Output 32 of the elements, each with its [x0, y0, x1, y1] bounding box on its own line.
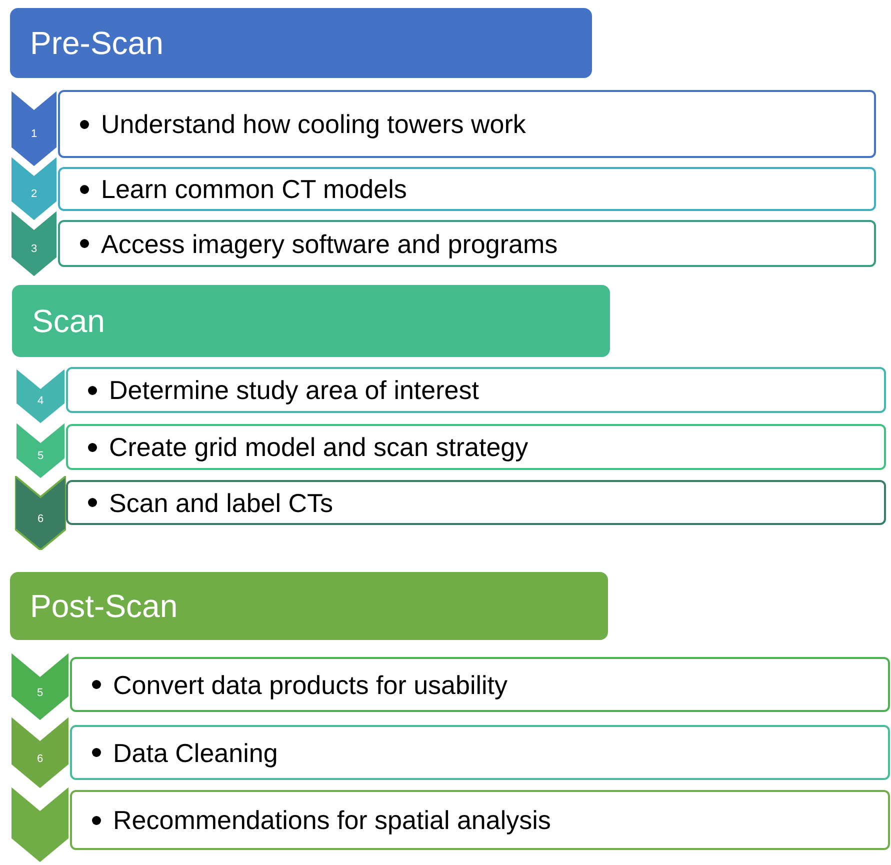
- step-text: Access imagery software and programs: [101, 230, 558, 256]
- step-number: 1: [30, 128, 38, 140]
- step-box: [66, 480, 886, 525]
- step-number: 5: [36, 688, 44, 699]
- step-number: 4: [37, 396, 44, 408]
- step-box: [70, 725, 890, 780]
- step-text: Create grid model and scan strategy: [109, 434, 528, 460]
- step-text: Determine study area of interest: [109, 377, 479, 403]
- stage-header: [12, 285, 610, 357]
- stage-title: Pre-Scan: [30, 27, 164, 59]
- step-text: Understand how cooling towers work: [101, 111, 526, 137]
- step-number: 6: [36, 754, 44, 765]
- step-number: 3: [30, 244, 38, 254]
- step-text: Learn common CT models: [101, 176, 407, 202]
- step-box: [70, 790, 890, 850]
- stage-title: Scan: [32, 305, 105, 337]
- step-number: 6: [37, 514, 44, 525]
- step-number: 5: [37, 450, 44, 462]
- step-text: Convert data products for usability: [113, 672, 508, 698]
- step-box: [66, 367, 886, 413]
- stage-header: [10, 572, 608, 640]
- step-box: [58, 167, 876, 211]
- step-text: Recommendations for spatial analysis: [113, 807, 551, 833]
- step-box: [58, 220, 876, 267]
- stage-header: [10, 8, 592, 78]
- step-number: 2: [30, 188, 38, 200]
- step-box: [58, 90, 876, 158]
- stage-title: Post-Scan: [30, 590, 178, 622]
- step-box: [70, 657, 890, 712]
- step-text: Data Cleaning: [113, 740, 278, 766]
- step-box: [66, 424, 886, 470]
- step-text: Scan and label CTs: [109, 490, 334, 516]
